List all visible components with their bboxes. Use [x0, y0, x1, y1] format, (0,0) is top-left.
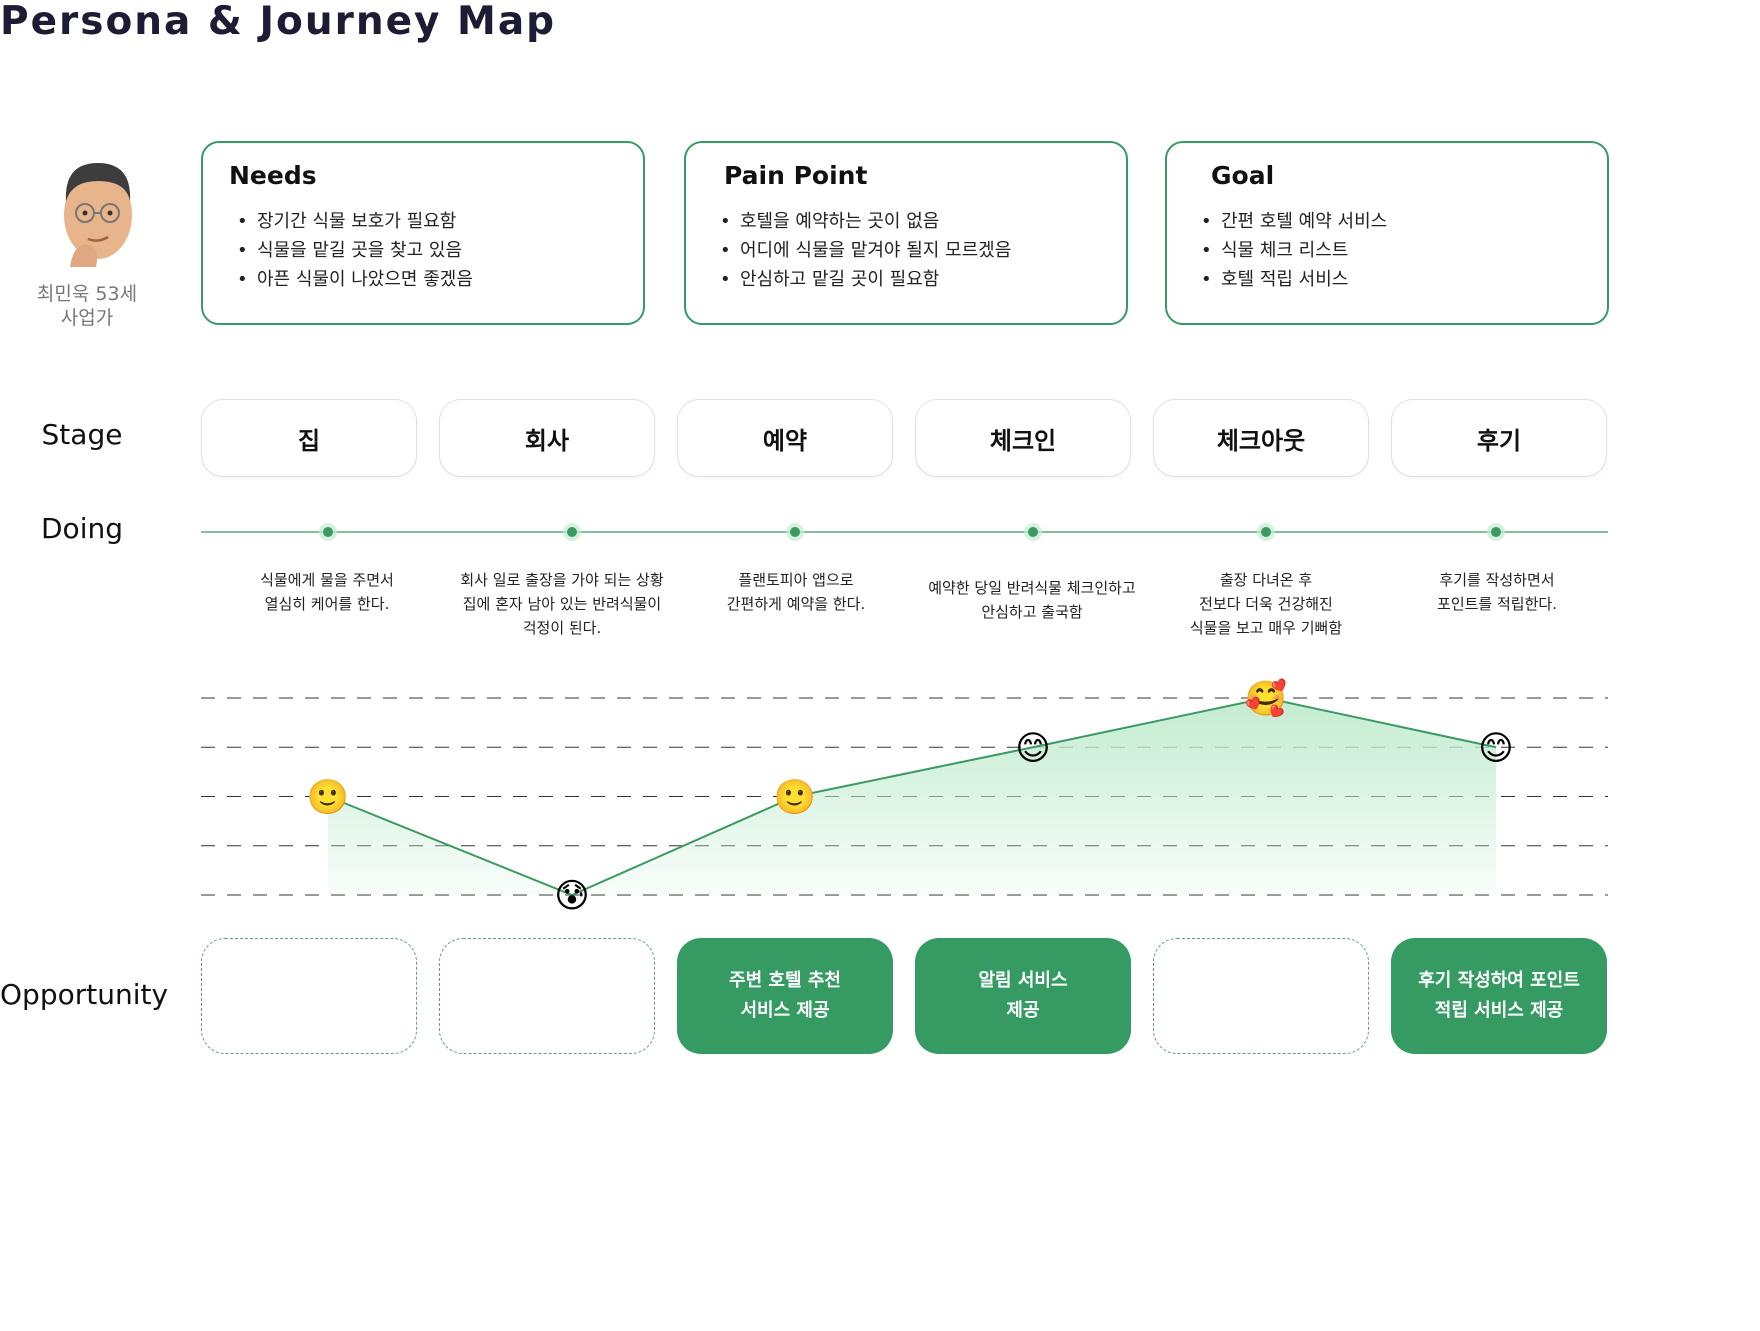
smiling-face-with-smiling-eyes-icon: 😊: [1015, 728, 1050, 768]
stage-reservation: 예약: [677, 399, 893, 477]
opportunity-card-home: [201, 938, 417, 1054]
emotion-line: [327, 696, 1497, 897]
opportunity-row-label: Opportunity: [0, 978, 169, 1011]
stage-office: 회사: [439, 399, 655, 477]
card-list: 호텔을 예약하는 곳이 없음 어디에 식물을 맡겨야 될지 모르겠음 안심하고 …: [720, 207, 1011, 294]
slightly-smiling-face-icon: 🙂: [774, 778, 816, 818]
doing-line: 간편하게 예약을 한다.: [726, 595, 866, 613]
card-title: Goal: [1211, 161, 1275, 190]
goal-card: Goal 간편 호텔 예약 서비스 식물 체크 리스트 호텔 적립 서비스: [1165, 141, 1609, 325]
doing-line: 식물을 보고 매우 기뻐함: [1189, 619, 1343, 637]
doing-text-check-out: 출장 다녀온 후 전보다 더욱 건강해진 식물을 보고 매우 기뻐함: [1148, 568, 1384, 640]
timeline-dot: [1491, 527, 1501, 537]
man-thinking-avatar-icon: [64, 163, 132, 267]
doing-line: 플랜토피아 앱으로: [738, 571, 854, 589]
timeline-dot-halo: [1487, 523, 1505, 541]
opportunity-card-check-out: [1153, 938, 1369, 1054]
doing-row-label: Doing: [41, 512, 123, 545]
timeline-dot-halo: [319, 523, 337, 541]
persona-name: 최민욱 53세 사업가: [20, 282, 154, 330]
card-list: 간편 호텔 예약 서비스 식물 체크 리스트 호텔 적립 서비스: [1201, 207, 1387, 294]
doing-line: 열심히 케어를 한다.: [264, 595, 390, 613]
doing-text-check-in: 예약한 당일 반려식물 체크인하고 안심하고 출국함: [914, 576, 1150, 624]
doing-line: 집에 혼자 남아 있는 반려식물이: [462, 595, 662, 613]
smiling-face-with-hearts-icon: 🥰: [1245, 678, 1287, 719]
stage-row-label: Stage: [41, 418, 123, 451]
pain-point-card: Pain Point 호텔을 예약하는 곳이 없음 어디에 식물을 맡겨야 될지…: [684, 141, 1128, 325]
persona-name-line: 최민욱 53세: [36, 283, 138, 305]
doing-line: 안심하고 출국함: [981, 603, 1083, 621]
stage-home: 집: [201, 399, 417, 477]
slightly-smiling-face-icon: 🙂: [307, 778, 349, 818]
timeline-dot-halo: [1024, 523, 1042, 541]
card-title: Pain Point: [724, 161, 868, 190]
timeline-dot-halo: [563, 523, 581, 541]
persona-job-line: 사업가: [60, 307, 114, 329]
timeline-dot: [1261, 527, 1271, 537]
list-item: 안심하고 맡길 곳이 필요함: [720, 265, 1011, 294]
list-item: 장기간 식물 보호가 필요함: [237, 207, 473, 236]
doing-line: 후기를 작성하면서: [1439, 571, 1555, 589]
doing-line: 회사 일로 출장을 가야 되는 상황: [460, 571, 664, 589]
needs-card: Needs 장기간 식물 보호가 필요함 식물을 맡길 곳을 찾고 있음 아픈 …: [201, 141, 645, 325]
list-item: 호텔을 예약하는 곳이 없음: [720, 207, 1011, 236]
timeline-dot-halo: [1257, 523, 1275, 541]
card-title: Needs: [229, 161, 317, 190]
list-item: 아픈 식물이 나았으면 좋겠음: [237, 265, 473, 294]
timeline-dot: [567, 527, 577, 537]
doing-line: 전보다 더욱 건강해진: [1199, 595, 1333, 613]
timeline-dot: [323, 527, 333, 537]
timeline-dot: [1028, 527, 1038, 537]
timeline-dot: [790, 527, 800, 537]
smiling-face-with-smiling-eyes-icon: 😊: [1478, 728, 1513, 768]
doing-text-review: 후기를 작성하면서 포인트를 적립한다.: [1379, 568, 1615, 616]
doing-line: 예약한 당일 반려식물 체크인하고: [928, 579, 1136, 597]
page-title: Persona & Journey Map: [0, 0, 557, 44]
list-item: 식물 체크 리스트: [1201, 236, 1387, 265]
list-item: 식물을 맡길 곳을 찾고 있음: [237, 236, 473, 265]
anxious-face-with-sweat-icon: 😰: [554, 876, 589, 916]
timeline-dot-halo: [786, 523, 804, 541]
card-list: 장기간 식물 보호가 필요함 식물을 맡길 곳을 찾고 있음 아픈 식물이 나았…: [237, 207, 473, 294]
doing-text-home: 식물에게 물을 주면서 열심히 케어를 한다.: [209, 568, 445, 616]
list-item: 어디에 식물을 맡겨야 될지 모르겠음: [720, 236, 1011, 265]
stage-review: 후기: [1391, 399, 1607, 477]
list-item: 호텔 적립 서비스: [1201, 265, 1387, 294]
emotion-area: [328, 698, 1496, 895]
doing-line: 포인트를 적립한다.: [1437, 595, 1557, 613]
doing-line: 출장 다녀온 후: [1219, 571, 1313, 589]
doing-line: 걱정이 된다.: [522, 619, 602, 637]
stage-check-in: 체크인: [915, 399, 1131, 477]
opportunity-card-office: [439, 938, 655, 1054]
list-item: 간편 호텔 예약 서비스: [1201, 207, 1387, 236]
doing-line: 식물에게 물을 주면서: [260, 571, 394, 589]
stage-check-out: 체크아웃: [1153, 399, 1369, 477]
doing-text-reservation: 플랜토피아 앱으로 간편하게 예약을 한다.: [678, 568, 914, 616]
doing-text-office: 회사 일로 출장을 가야 되는 상황 집에 혼자 남아 있는 반려식물이 걱정이…: [444, 568, 680, 640]
